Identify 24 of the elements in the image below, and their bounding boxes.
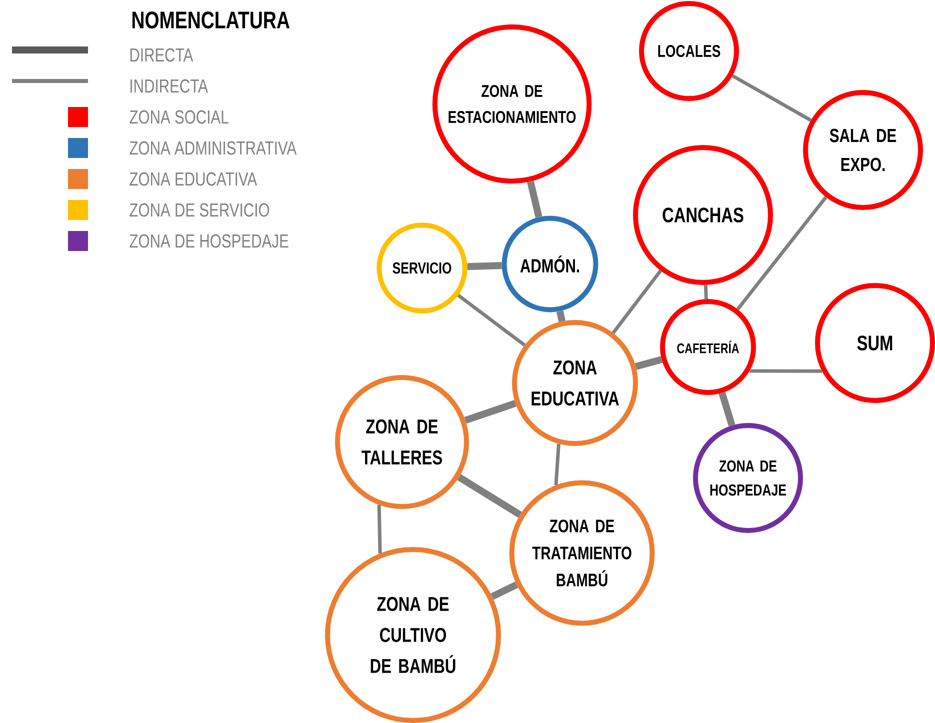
legend-text: ZONA DE SERVICIO xyxy=(130,203,270,217)
connector-line xyxy=(704,284,708,300)
legend-title: NOMENCLATURA xyxy=(132,12,290,28)
connector-line xyxy=(464,400,516,424)
connector-line xyxy=(556,310,566,322)
connector-line xyxy=(377,504,382,554)
connector-line xyxy=(736,196,828,310)
legend-text: INDIRECTA xyxy=(130,79,208,93)
connector-line xyxy=(457,474,522,518)
connector-line xyxy=(612,270,662,334)
connector-line xyxy=(634,356,663,370)
connector-line xyxy=(490,582,518,600)
legend-text: ZONA ADMINISTRATIVA xyxy=(130,141,297,155)
connector-line xyxy=(526,180,542,218)
legend-text: ZONA EDUCATIVA xyxy=(130,172,258,186)
connector-line xyxy=(718,392,736,426)
connector-line xyxy=(457,294,526,347)
legend-text: ZONA DE HOSPEDAJE xyxy=(130,234,288,248)
connector-line xyxy=(467,262,502,270)
legend-text: ZONA SOCIAL xyxy=(130,110,228,124)
legend-text: DIRECTA xyxy=(130,48,194,62)
connector-line xyxy=(554,444,560,486)
connector-line xyxy=(732,74,812,122)
connector-line xyxy=(750,369,822,373)
